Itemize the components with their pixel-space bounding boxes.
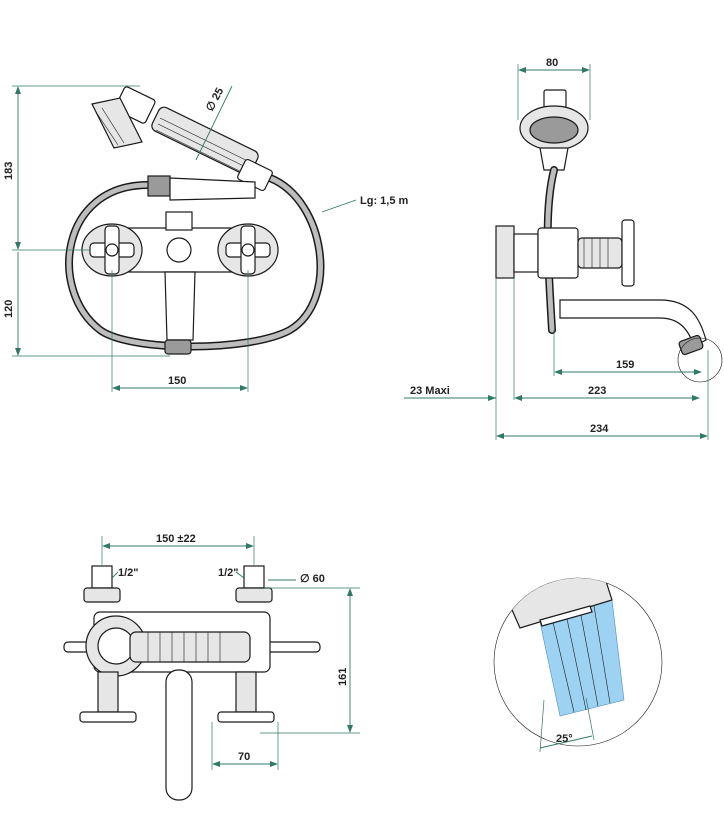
dim-overall-reach: 223 [588, 385, 606, 397]
dim-spout-reach: 159 [616, 359, 634, 371]
dim-height: 161 [337, 668, 349, 686]
thread-left: 1/2" [118, 567, 139, 579]
dim-spacing: 150 [168, 375, 186, 387]
dim-diameter-hand-shower: ∅ 25 [204, 86, 226, 114]
spout [164, 271, 196, 341]
dim-height-upper: 183 [3, 162, 15, 180]
top-view: 150 ±22 1/2" 1/2" ∅ 60 161 70 [63, 533, 360, 801]
dim-flange-diameter: ∅ 60 [300, 573, 325, 585]
front-view: 183 120 ∅ 25 Lg: 1,5 m 150 [3, 85, 409, 392]
right-handle [217, 223, 279, 277]
dim-spray-angle: 25° [556, 733, 573, 745]
spout-side [559, 299, 707, 347]
dim-offset: 70 [238, 751, 250, 763]
detail-view: 25° [493, 577, 663, 753]
dim-height-lower: 120 [3, 300, 15, 318]
side-view: 80 159 23 Maxi 223 234 [404, 57, 723, 440]
spout-top [165, 669, 193, 801]
left-handle [81, 223, 143, 277]
dim-hose-length: Lg: 1,5 m [360, 195, 409, 207]
hand-shower [91, 86, 273, 192]
thread-right: 1/2" [218, 567, 239, 579]
dim-spacing-tolerance: 150 ±22 [156, 533, 196, 545]
dim-shower-head-width: 80 [546, 57, 558, 69]
dim-total-depth: 234 [590, 423, 609, 435]
dim-wall-gap: 23 Maxi [410, 385, 450, 397]
shower-head-side [519, 89, 589, 171]
